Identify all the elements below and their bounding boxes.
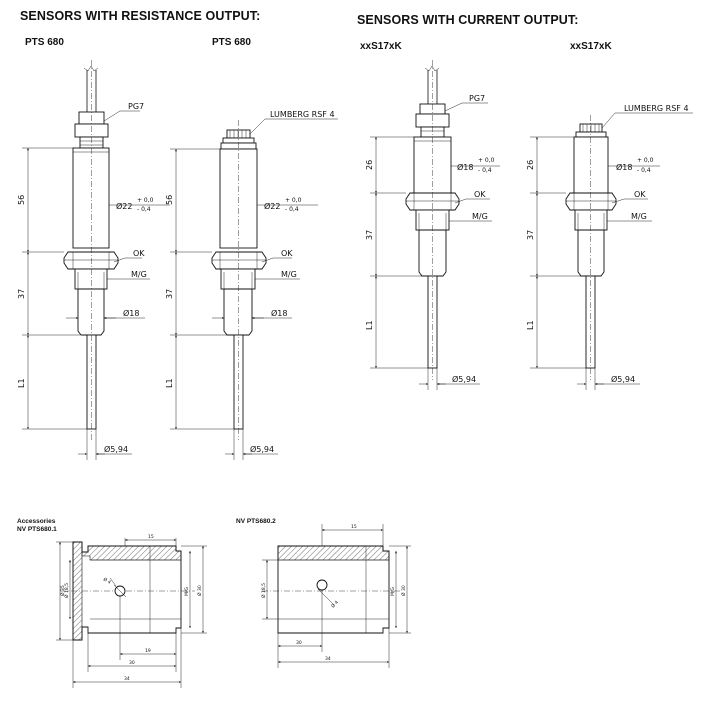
accessories-title: Accessories NV PTS680.1 <box>17 518 57 534</box>
tol-plus-label: + 0,0 <box>478 157 495 164</box>
acc2-dim15-label: 15 <box>351 524 357 530</box>
dim-26-label: 26 <box>365 160 374 170</box>
pg7-label: PG7 <box>469 94 485 103</box>
mg-label: M/G <box>281 270 297 279</box>
dia594-label: Ø5,94 <box>104 444 128 454</box>
header-resistance-output: SENSORS WITH RESISTANCE OUTPUT: <box>20 9 261 23</box>
dim-l1-label: L1 <box>17 378 26 388</box>
mg-label: M/G <box>472 212 488 221</box>
accessory-label-nv-pts680-2: NV PTS680.2 <box>236 518 276 525</box>
dia18-label: Ø18 <box>271 308 287 318</box>
pg7-label: PG7 <box>128 102 144 111</box>
dim-26-label: 26 <box>526 160 535 170</box>
lumberg-label: LUMBERG RSF 4 <box>270 110 335 119</box>
tol-minus-label: - 0,4 <box>478 167 492 174</box>
sensor-pts680-lumberg: 56 37 L1 LUMBERG RSF 4 Ø22 + 0,0 - 0,4 O… <box>165 110 338 460</box>
dia22-label: Ø22 <box>264 201 280 211</box>
tol-plus-label: + 0,0 <box>137 197 154 204</box>
dim-56-label: 56 <box>165 195 174 205</box>
model-label-xxs17xk-a: xxS17xK <box>360 41 402 52</box>
sensor-xxs17xk-lumberg: 26 37 L1 LUMBERG RSF 4 Ø18 + 0,0 - 0,4 O… <box>526 104 693 390</box>
acc1-mg-label: M/G <box>184 587 190 596</box>
lumberg-label: LUMBERG RSF 4 <box>624 104 689 113</box>
tol-plus-label: + 0,0 <box>637 157 654 164</box>
dia594-label: Ø5,94 <box>452 374 476 384</box>
acc2-dim30-label: 30 <box>296 640 302 646</box>
tol-minus-label: - 0,4 <box>285 206 299 213</box>
dia18-label: Ø18 <box>123 308 139 318</box>
header-current-output: SENSORS WITH CURRENT OUTPUT: <box>357 13 579 27</box>
tol-minus-label: - 0,4 <box>637 167 651 174</box>
accessory-nv-pts680-2: Ø 4 15 Ø 18,5 M/G Ø 30 30 34 <box>260 524 411 668</box>
acc1-dim30-label: 30 <box>129 660 135 666</box>
sensor-xxs17xk-pg7: 26 37 L1 PG7 Ø18 + 0,0 - 0,4 OK M/G Ø5,9… <box>365 60 500 390</box>
dia18-label: Ø18 <box>616 162 632 172</box>
mg-label: M/G <box>631 212 647 221</box>
dim-l1-label: L1 <box>165 378 174 388</box>
acc2-dia30-label: Ø 30 <box>400 585 407 596</box>
acc2-dia185-label: Ø 18,5 <box>260 583 267 598</box>
acc1-dia30-label: Ø 30 <box>196 585 203 596</box>
dim-56-label: 56 <box>17 195 26 205</box>
accessories-heading: Accessories <box>17 518 56 525</box>
dim-l1-label: L1 <box>365 320 374 330</box>
ok-label: OK <box>474 190 486 199</box>
dim-37-label: 37 <box>17 289 26 299</box>
sensor-pts680-pg7: 56 37 L1 PG7 Ø22 + 0,0 - 0,4 OK M/G Ø18 … <box>17 60 170 460</box>
ok-label: OK <box>634 190 646 199</box>
mg-label: M/G <box>131 270 147 279</box>
acc1-dia185-label: Ø 18,5 <box>63 583 70 598</box>
dia18-label: Ø18 <box>457 162 473 172</box>
dim-37-label: 37 <box>365 230 374 240</box>
accessory-label-nv-pts680-1: NV PTS680.1 <box>17 526 57 533</box>
acc1-dim34-label: 34 <box>124 676 130 682</box>
dia594-label: Ø5,94 <box>611 374 635 384</box>
acc1-dia35-label: Ø 35 <box>59 585 66 596</box>
acc2-dim34-label: 34 <box>325 656 331 662</box>
tol-minus-label: - 0,4 <box>137 206 151 213</box>
acc2-mg-label: M/G <box>390 587 396 596</box>
acc1-dim15-label: 15 <box>148 534 154 540</box>
accessory-nv-pts680-1: Ø 4 15 Ø 35 Ø 18,5 M/G Ø 30 19 30 34 <box>56 534 207 688</box>
ok-label: OK <box>133 249 145 258</box>
tol-plus-label: + 0,0 <box>285 197 302 204</box>
dia22-label: Ø22 <box>116 201 132 211</box>
dia594-label: Ø5,94 <box>250 444 274 454</box>
dim-l1-label: L1 <box>526 320 535 330</box>
dim-37-label: 37 <box>165 289 174 299</box>
ok-label: OK <box>281 249 293 258</box>
acc1-dim19-label: 19 <box>145 648 151 654</box>
acc2-dia4-label: Ø 4 <box>329 599 340 610</box>
model-label-pts680-b: PTS 680 <box>212 37 251 48</box>
model-label-pts680-a: PTS 680 <box>25 37 64 48</box>
acc1-dia4-label: Ø 4 <box>102 576 112 586</box>
model-label-xxs17xk-b: xxS17xK <box>570 41 612 52</box>
dim-37-label: 37 <box>526 230 535 240</box>
